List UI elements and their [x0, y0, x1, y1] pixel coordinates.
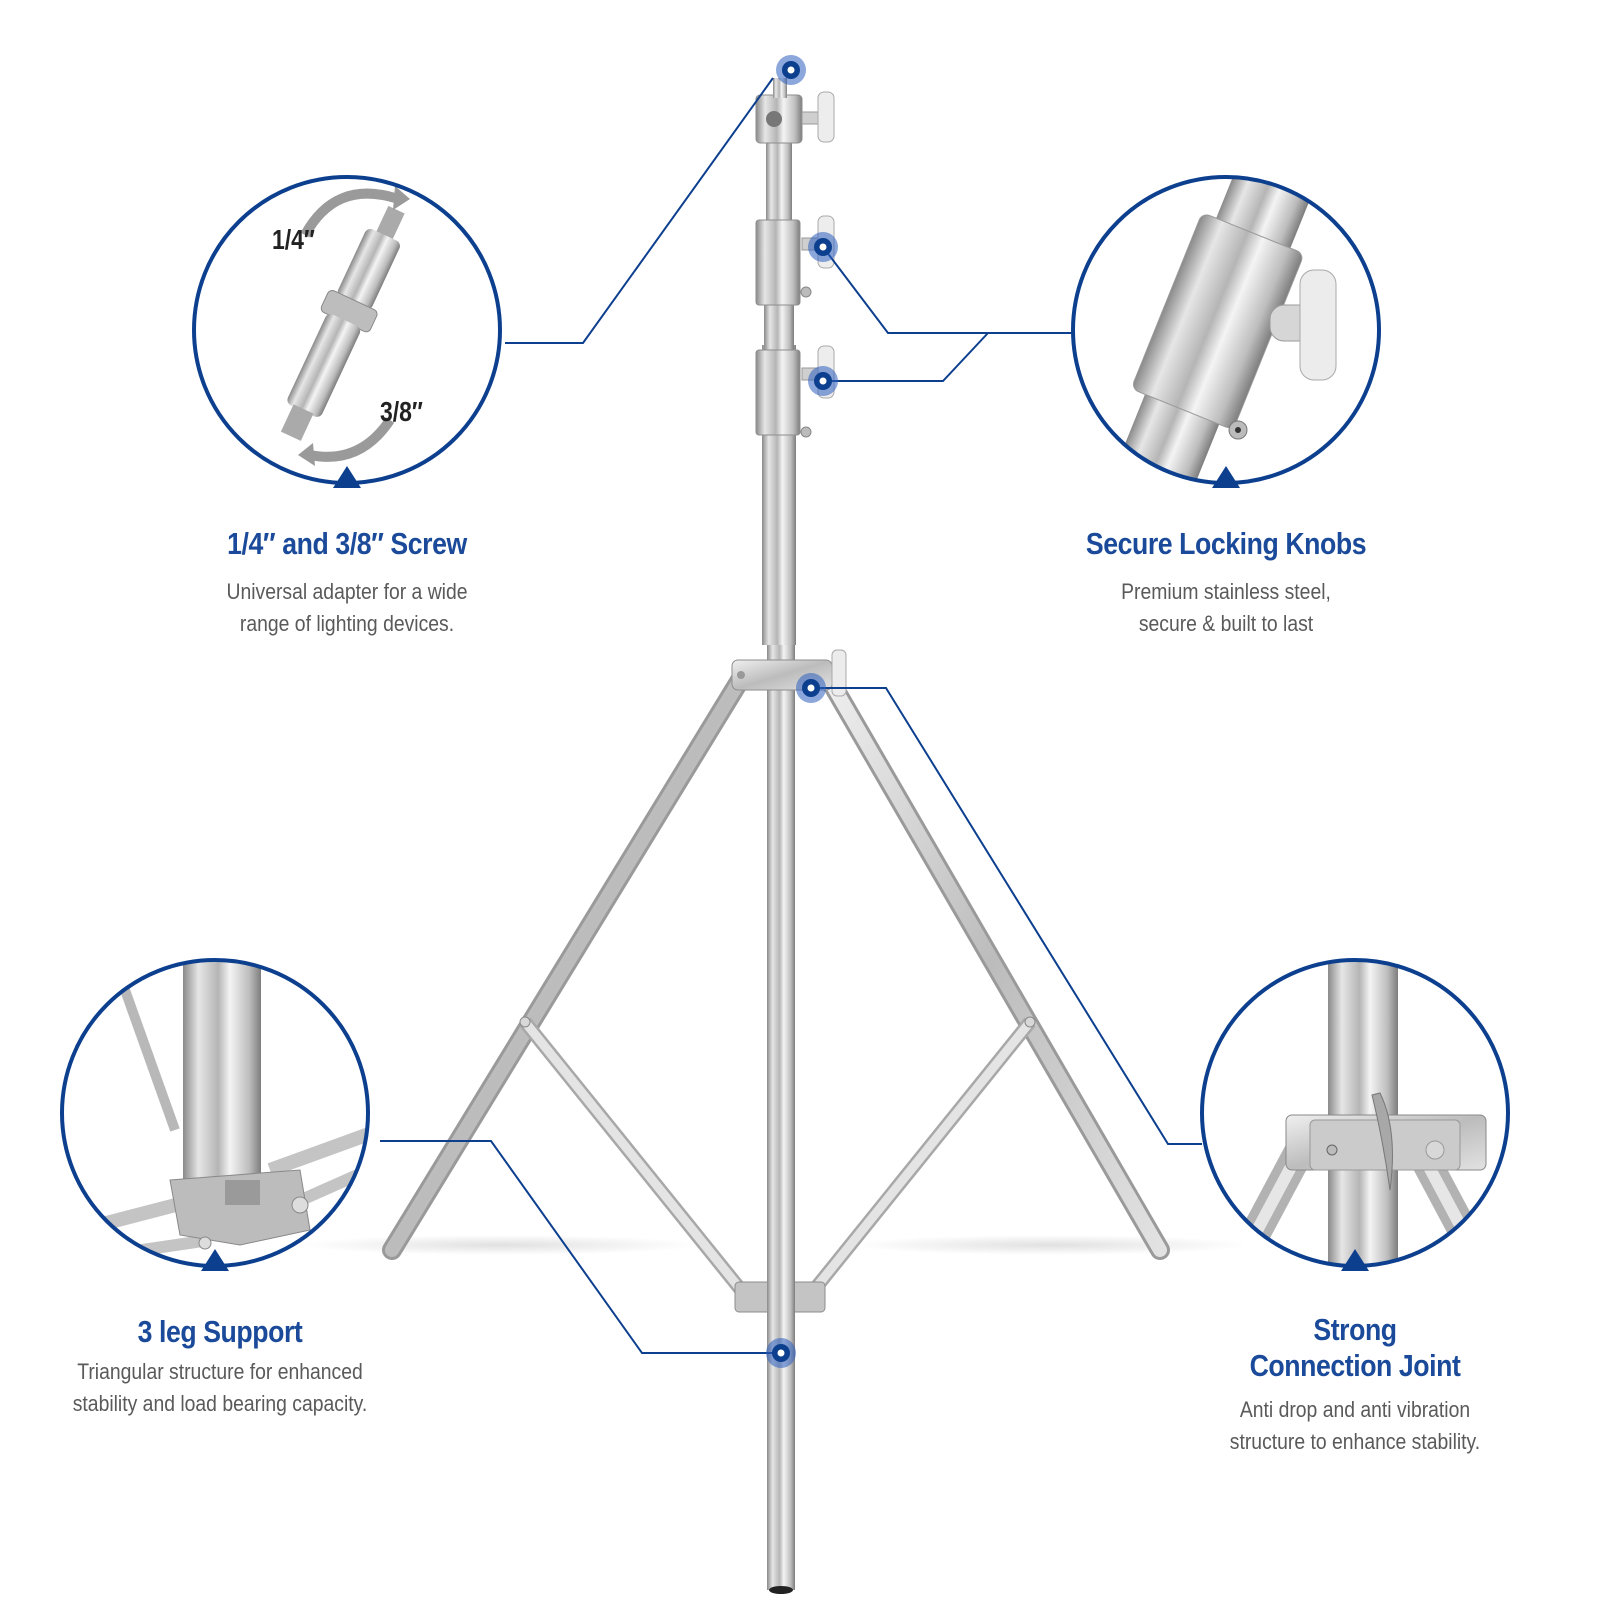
- pointer-triangle: [201, 1249, 229, 1271]
- feature-title-joint: Strong Connection Joint: [1183, 1312, 1527, 1384]
- floor-shadow: [300, 1235, 700, 1255]
- description-line: Premium stainless steel,: [1121, 579, 1331, 604]
- description-line: secure & built to last: [1138, 611, 1314, 636]
- detail-circle-joint: [1200, 958, 1510, 1271]
- callout-line-joint: [811, 687, 1202, 1145]
- feature-description-legs: Triangular structure for enhanced stabil…: [35, 1356, 405, 1420]
- description-line: Triangular structure for enhanced: [77, 1359, 363, 1384]
- description-line: structure to enhance stability.: [1229, 1429, 1481, 1454]
- hotspot-marker-top: [776, 55, 806, 85]
- size-label-quarter-inch: 1/4″: [272, 224, 315, 255]
- feature-description-knobs: Premium stainless steel, secure & built …: [1050, 576, 1402, 640]
- feature-description-joint: Anti drop and anti vibration structure t…: [1179, 1394, 1531, 1458]
- feature-title-knobs: Secure Locking Knobs: [1085, 526, 1367, 561]
- hotspot-marker-knob-upper: [808, 232, 838, 262]
- description-line: Universal adapter for a wide: [226, 579, 468, 604]
- callout-line-screw: [505, 77, 774, 344]
- feature-title-screw: 1/4″ and 3/8″ Screw: [227, 526, 467, 561]
- title-line: Connection Joint: [1249, 1348, 1461, 1383]
- callout-line-knobs: [822, 246, 1078, 334]
- detail-circle-legs: [60, 958, 370, 1271]
- hotspot-marker-joint: [796, 673, 826, 703]
- description-line: stability and load bearing capacity.: [72, 1391, 368, 1416]
- callout-lines: [380, 77, 1202, 1354]
- spigot-adapter-icon: [280, 186, 410, 466]
- detail-circle-knobs: [1071, 175, 1381, 488]
- hotspot-marker-knob-lower: [808, 366, 838, 396]
- description-line: Anti drop and anti vibration: [1239, 1397, 1471, 1422]
- feature-description-screw: Universal adapter for a wide range of li…: [171, 576, 523, 640]
- pointer-triangle: [333, 466, 361, 488]
- detail-circle-screw: [192, 175, 502, 488]
- feature-title-legs: 3 leg Support: [137, 1314, 303, 1349]
- size-label-three-eighths-inch: 3/8″: [380, 396, 423, 427]
- hotspot-marker-base: [766, 1338, 796, 1368]
- stand-pole: [731, 78, 847, 1594]
- locking-knob-icon: [1103, 177, 1337, 483]
- title-line: Strong: [1313, 1312, 1397, 1347]
- floor-shadow: [850, 1235, 1250, 1255]
- callout-line-legs: [380, 1140, 785, 1354]
- pointer-triangle: [1341, 1249, 1369, 1271]
- description-line: range of lighting devices.: [239, 611, 455, 636]
- pointer-triangle: [1212, 466, 1240, 488]
- hotspot-markers: [766, 55, 838, 1368]
